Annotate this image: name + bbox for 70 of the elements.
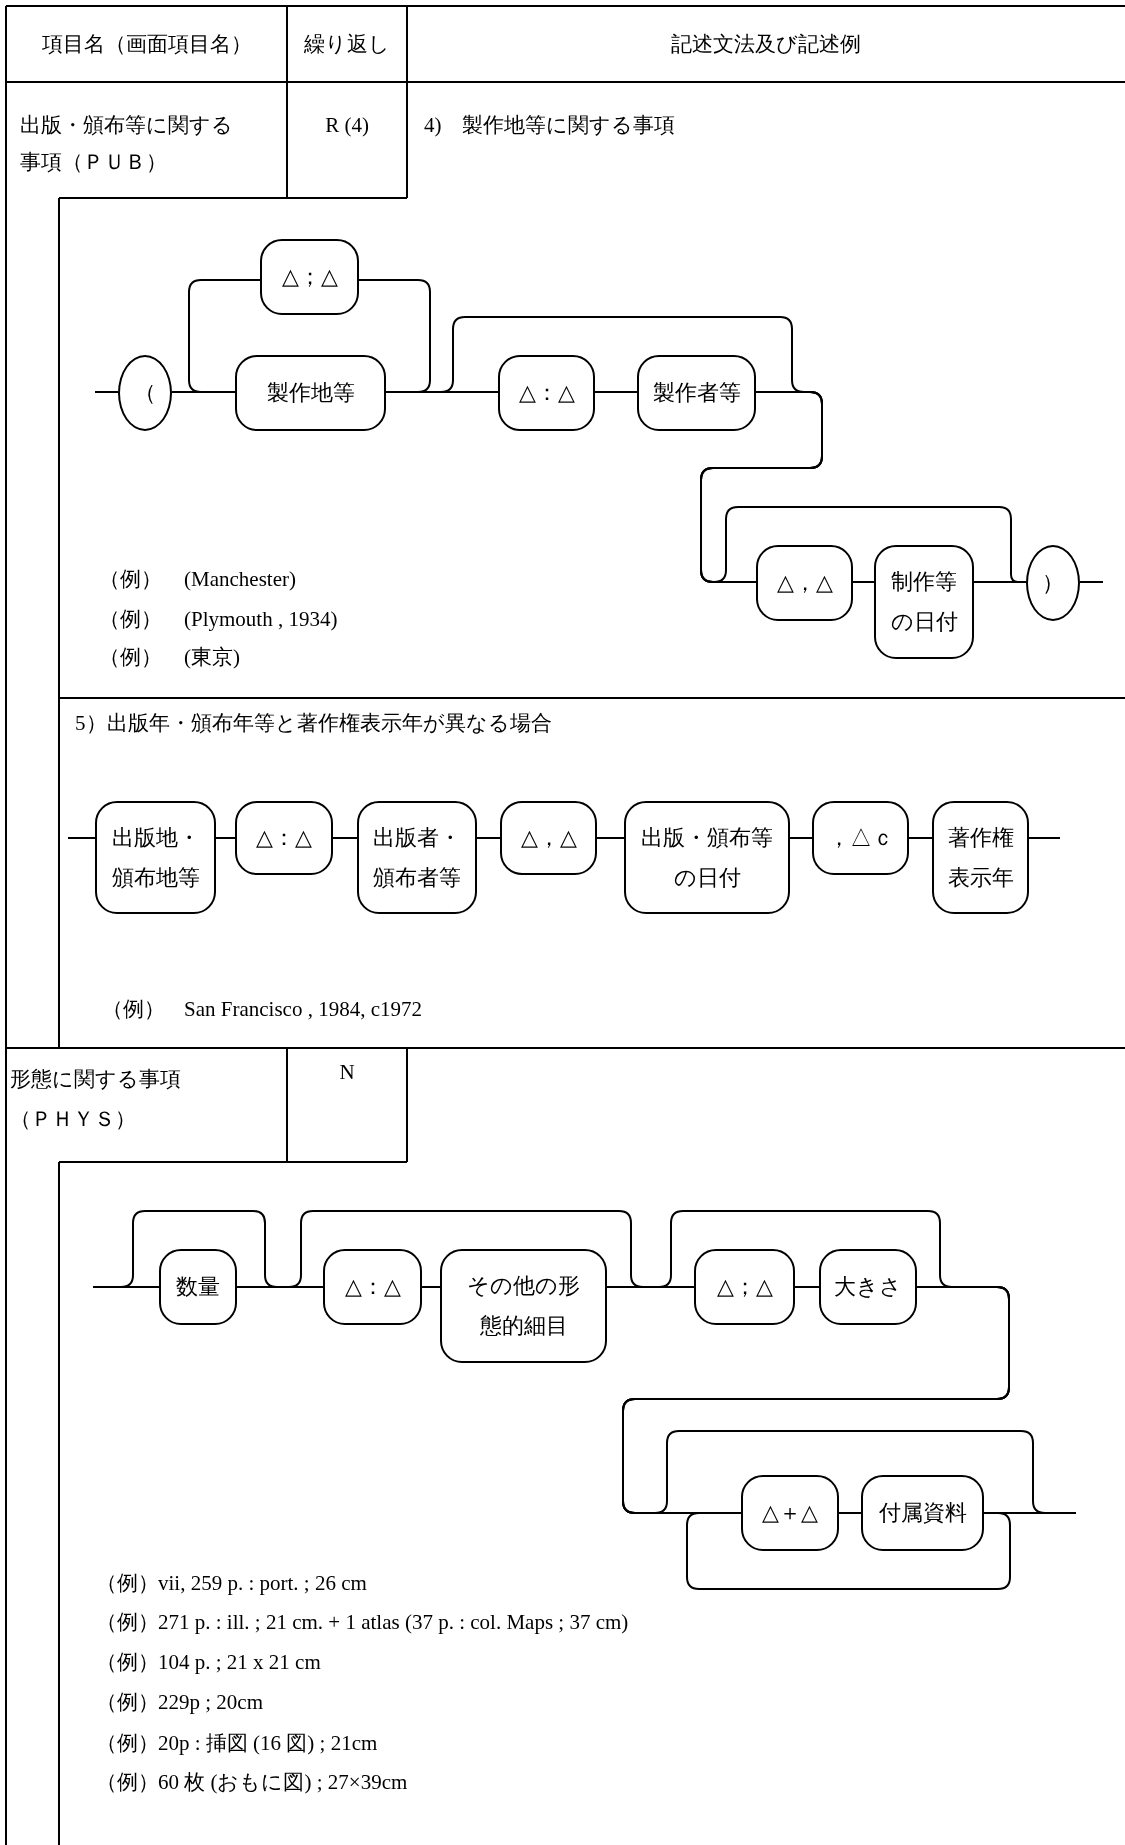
syntax-element-box: 大きさ xyxy=(819,1249,917,1325)
syntax-element-box: △：△ xyxy=(235,801,333,875)
example-marker: （例） xyxy=(96,1689,159,1715)
railroad-line xyxy=(596,837,625,839)
syntax-element-box: ，△ｃ xyxy=(812,801,909,875)
railroad-line xyxy=(789,837,813,839)
railroad-line xyxy=(852,581,875,583)
example-text: 271 p. : ill. ; 21 cm. + 1 atlas (37 p. : col. Maps ; 37 cm) xyxy=(158,1609,629,1635)
railroad-line xyxy=(421,1286,441,1288)
item-name: 出版・頒布等に関する事項（ＰＵＢ） xyxy=(20,112,234,176)
syntax-element-box: 著作権表示年 xyxy=(932,801,1029,914)
column-header: 項目名（画面項目名） xyxy=(40,31,253,57)
example-text: vii, 259 p. : port. ; 26 cm xyxy=(158,1570,367,1596)
syntax-element-box: 製作者等 xyxy=(637,355,756,431)
syntax-element-box: △＋△ xyxy=(741,1475,839,1551)
parenthesis-oval: （ xyxy=(118,355,172,431)
example-marker: （例） xyxy=(99,644,162,670)
railroad-line xyxy=(358,279,431,393)
example-marker: （例） xyxy=(96,1769,159,1795)
example-text: (Plymouth , 1934) xyxy=(184,606,338,632)
railroad-line xyxy=(476,837,501,839)
railroad-line xyxy=(215,837,236,839)
example-text: 60 枚 (おもに図) ; 27×39cm xyxy=(158,1769,408,1795)
syntax-element-box: △：△ xyxy=(323,1249,422,1325)
syntax-element-box: 出版者・頒布者等 xyxy=(357,801,477,914)
syntax-element-box: △；△ xyxy=(260,239,359,315)
syntax-element-box: その他の形態的細目 xyxy=(440,1249,607,1363)
example-text: San Francisco , 1984, c1972 xyxy=(184,996,422,1022)
item-name: 形態に関する事項（ＰＨＹＳ） xyxy=(10,1066,182,1133)
syntax-element-box: △，△ xyxy=(756,545,853,621)
railroad-line xyxy=(1079,581,1104,583)
railroad-line xyxy=(794,1286,820,1288)
syntax-element-box: △：△ xyxy=(498,355,595,431)
example-marker: （例） xyxy=(99,566,162,592)
example-text: (Manchester) xyxy=(184,566,296,592)
railroad-line xyxy=(94,391,119,393)
example-text: 20p : 挿図 (16 図) ; 21cm xyxy=(158,1730,378,1756)
example-marker: （例） xyxy=(96,1570,159,1596)
example-marker: （例） xyxy=(96,1649,159,1675)
railroad-line xyxy=(67,837,96,839)
railroad-line xyxy=(973,581,1027,583)
repeat-code: N xyxy=(338,1059,356,1085)
railroad-line xyxy=(838,1512,862,1514)
parenthesis-oval: ） xyxy=(1026,545,1080,621)
syntax-element-box: 出版・頒布等の日付 xyxy=(624,801,790,914)
section-heading: 5）出版年・頒布年等と著作権表示年が異なる場合 xyxy=(75,710,552,736)
syntax-element-box: △；△ xyxy=(694,1249,795,1325)
syntax-element-box: 付属資料 xyxy=(861,1475,984,1551)
example-text: 229p ; 20cm xyxy=(158,1689,263,1715)
syntax-element-box: 数量 xyxy=(159,1249,237,1325)
syntax-element-box: 製作地等 xyxy=(235,355,386,431)
railroad-line xyxy=(686,1512,1011,1590)
example-text: 104 p. ; 21 x 21 cm xyxy=(158,1649,321,1675)
example-marker: （例） xyxy=(99,606,162,632)
column-header: 繰り返し xyxy=(303,31,391,57)
example-marker: （例） xyxy=(102,996,165,1022)
syntax-element-box: 出版地・頒布地等 xyxy=(95,801,216,914)
syntax-element-box: 制作等の日付 xyxy=(874,545,974,659)
railroad-line xyxy=(594,391,638,393)
railroad-line xyxy=(332,837,358,839)
section-heading: 4) 製作地等に関する事項 xyxy=(424,112,676,138)
syntax-element-box: △，△ xyxy=(500,801,597,875)
railroad-line xyxy=(188,279,261,393)
example-marker: （例） xyxy=(96,1730,159,1756)
example-text: (東京) xyxy=(184,644,240,670)
example-marker: （例） xyxy=(96,1609,159,1635)
column-header: 記述文法及び記述例 xyxy=(670,31,862,57)
railroad-line xyxy=(1028,837,1061,839)
repeat-code: R (4) xyxy=(324,112,370,139)
railroad-line xyxy=(908,837,933,839)
